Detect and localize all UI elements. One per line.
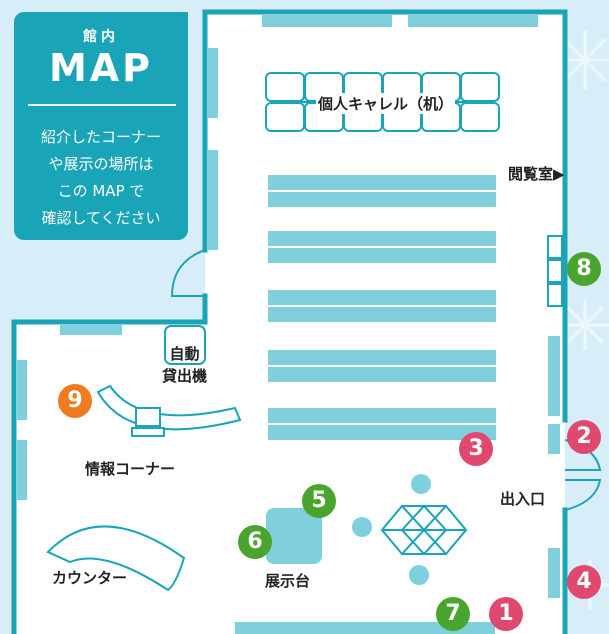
entrance-label: 出入口 [500, 490, 546, 508]
exhibit-label: 展示台 [265, 572, 311, 590]
marker-1[interactable]: 1 [489, 597, 523, 631]
marker-4[interactable]: 4 [567, 565, 601, 599]
title-divider [28, 104, 176, 106]
title-small: 館内 [83, 29, 119, 45]
reading-room-label[interactable]: 閲覧室▶ [508, 165, 565, 183]
marker-2[interactable]: 2 [567, 420, 601, 454]
marker-7[interactable]: 7 [436, 597, 470, 631]
entrance-door-bottom [564, 479, 602, 511]
auto-lending-label: 自動 貸出機 [162, 345, 208, 385]
lattice-table [380, 504, 468, 556]
counter-label: カウンター [52, 569, 128, 587]
computer-icon [131, 407, 165, 437]
bookshelves [268, 175, 496, 440]
info-corner-label: 情報コーナー [85, 460, 176, 478]
exhibit-table [266, 508, 322, 564]
counter-desk [46, 525, 186, 592]
marker-9[interactable]: 9 [58, 384, 92, 418]
marker-6[interactable]: 6 [238, 525, 272, 559]
auto-lending-machine [164, 325, 206, 365]
info-corner-desk [96, 384, 242, 431]
marker-5[interactable]: 5 [302, 484, 336, 518]
map-title-card: 館内 MAP 紹介したコーナー や展示の場所は この MAP で 確認してくださ… [14, 12, 188, 240]
marker-8[interactable]: 8 [567, 252, 601, 286]
marker-3[interactable]: 3 [459, 432, 493, 466]
door-left [170, 249, 206, 297]
title-big: MAP [48, 46, 154, 90]
title-description: 紹介したコーナー や展示の場所は この MAP で 確認してください [40, 128, 161, 227]
carrel-label: 個人キャレル（机） [316, 93, 456, 114]
